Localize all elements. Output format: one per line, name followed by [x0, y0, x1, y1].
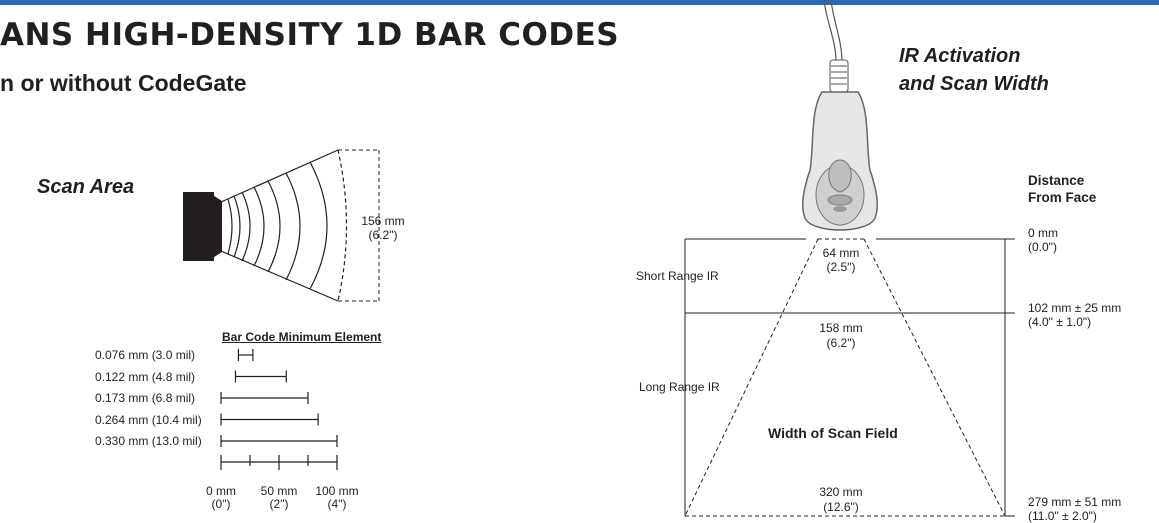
axis-tick-label: (2"): [269, 497, 289, 511]
min-element-bar: [220, 413, 319, 426]
header-accent-bar: [0, 0, 1159, 5]
min-element-label: 0.173 mm (6.8 mil): [95, 391, 196, 405]
distance-2-in: (11.0" ± 2.0"): [1028, 509, 1097, 523]
width-of-scan-field-label: Width of Scan Field: [768, 425, 898, 441]
long-range-label: Long Range IR: [639, 380, 720, 394]
scan-area-height-mm: 156 mm: [361, 214, 405, 228]
scanner-head-icon: [183, 192, 214, 261]
width-2-in: (12.6"): [823, 500, 859, 514]
short-range-label: Short Range IR: [636, 269, 719, 283]
ir-reference-lines: [684, 238, 1015, 517]
ir-title-line1: IR Activation: [899, 45, 1021, 67]
scan-field-trapezoid: [684, 238, 1006, 517]
width-0-in: (2.5"): [826, 260, 856, 274]
min-element-bar: [220, 392, 309, 404]
axis-tick-label: 100 mm: [315, 484, 359, 498]
page-headline: ANS HIGH-DENSITY 1D BAR CODES: [0, 17, 620, 53]
scanner-cable: [823, 0, 843, 63]
min-element-label: 0.330 mm (13.0 mil): [95, 434, 202, 448]
distance-1-mm: 102 mm ± 25 mm: [1028, 301, 1122, 315]
distance-0-mm: 0 mm: [1028, 226, 1058, 240]
axis-tick-label: 0 mm: [206, 484, 236, 498]
min-element-bar: [234, 370, 287, 383]
width-2-mm: 320 mm: [819, 485, 863, 499]
width-1-in: (6.2"): [826, 336, 856, 350]
distance-0-in: (0.0"): [1028, 240, 1057, 254]
width-1-mm: 158 mm: [819, 321, 863, 335]
min-element-axis: [220, 455, 338, 470]
axis-tick-label: 50 mm: [260, 484, 298, 498]
distance-heading-line2: From Face: [1028, 190, 1097, 205]
distance-1-in: (4.0" ± 1.0"): [1028, 315, 1092, 329]
min-element-bar: [220, 435, 338, 447]
min-element-label: 0.076 mm (3.0 mil): [95, 348, 196, 362]
min-element-label: 0.122 mm (4.8 mil): [95, 369, 196, 384]
page-subhead: n or without CodeGate: [0, 70, 247, 96]
scan-area-height-in: (6.2"): [368, 228, 398, 242]
min-element-bars: [220, 349, 338, 447]
scan-area-title: Scan Area: [37, 176, 135, 198]
scan-area-fan: [220, 149, 348, 302]
width-0-mm: 64 mm: [822, 246, 860, 260]
distance-heading-line1: Distance: [1028, 173, 1085, 188]
min-element-label: 0.264 mm (10.4 mil): [95, 412, 202, 427]
handheld-scanner-icon: [802, 91, 878, 231]
cable-strain-relief: [829, 59, 849, 93]
axis-tick-label: (0"): [211, 497, 231, 511]
ir-title-line2: and Scan Width: [899, 73, 1049, 95]
min-element-bar: [237, 349, 254, 361]
distance-2-mm: 279 mm ± 51 mm: [1028, 495, 1122, 509]
axis-tick-label: (4"): [327, 497, 347, 511]
scanner-nose-icon: [211, 194, 222, 259]
min-element-heading: Bar Code Minimum Element: [222, 330, 382, 344]
